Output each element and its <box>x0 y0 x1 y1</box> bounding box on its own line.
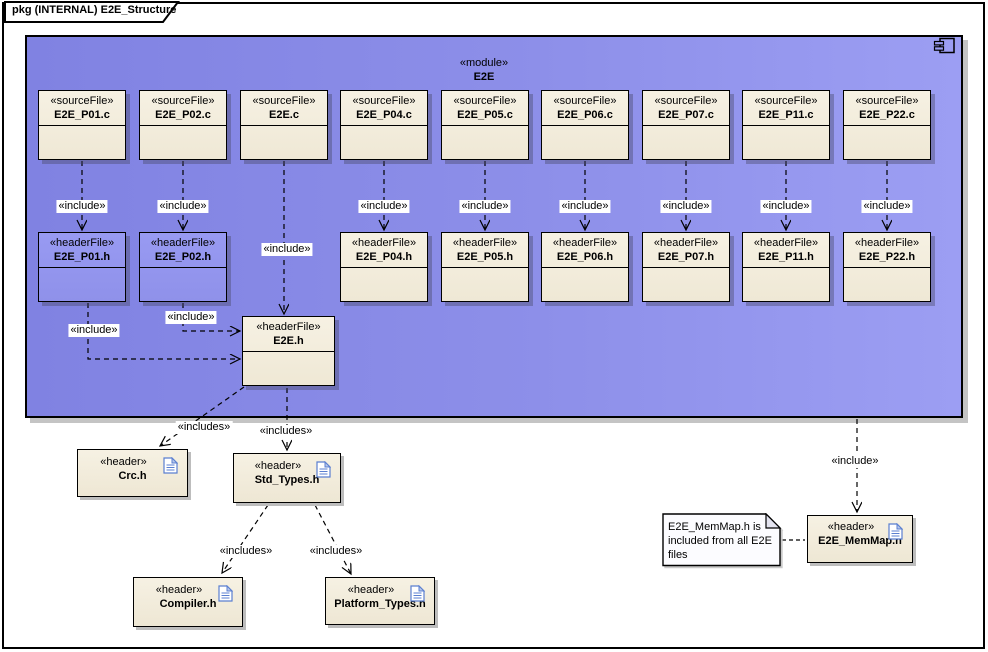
include-label: «include» <box>459 200 511 213</box>
package-frame-tab <box>4 1 180 23</box>
document-icon <box>410 585 425 602</box>
includes-label: «includes» <box>257 425 315 438</box>
stereotype: «headerFile» <box>452 236 518 249</box>
header-e2e-memmap-h[interactable]: «header» E2E_MemMap.h <box>807 515 913 563</box>
file-name: E2E_P02.h <box>154 250 212 263</box>
note-text: E2E_MemMap.h is included from all E2E fi… <box>668 521 772 561</box>
package-tab-label: pkg (INTERNAL) E2E_Structure <box>12 4 177 16</box>
stereotype: «headerFile» <box>256 320 321 333</box>
header-std-types-h[interactable]: «header» Std_Types.h <box>233 453 341 503</box>
stereotype: «header» <box>347 584 395 596</box>
source-file-e2e-p05c[interactable]: «sourceFile»E2E_P05.c <box>441 90 529 160</box>
header-file-e2e-p02h[interactable]: «headerFile»E2E_P02.h <box>139 232 227 302</box>
source-file-e2e-p11c[interactable]: «sourceFile»E2E_P11.c <box>742 90 830 160</box>
stereotype: «sourceFile» <box>855 94 919 107</box>
include-label: «include» <box>660 200 712 213</box>
header-crc-h[interactable]: «header» Crc.h <box>77 449 188 497</box>
source-file-e2e-p04c[interactable]: «sourceFile»E2E_P04.c <box>340 90 428 160</box>
header-compiler-h[interactable]: «header» Compiler.h <box>133 577 243 627</box>
include-label: «include» <box>165 311 217 324</box>
header-file-e2e-p07h[interactable]: «headerFile»E2E_P07.h <box>642 232 730 302</box>
document-icon <box>888 523 903 540</box>
stereotype: «headerFile» <box>351 236 417 249</box>
includes-label: «includes» <box>307 545 365 558</box>
include-label: «include» <box>56 200 108 213</box>
document-icon <box>316 461 331 478</box>
file-name: Crc.h <box>118 470 147 482</box>
file-name: Std_Types.h <box>254 474 320 486</box>
document-icon <box>218 585 233 602</box>
stereotype: «headerFile» <box>150 236 216 249</box>
file-name: E2E.h <box>273 334 304 347</box>
includes-label: «includes» <box>217 545 275 558</box>
header-file-e2e-p05h[interactable]: «headerFile»E2E_P05.h <box>441 232 529 302</box>
file-name: E2E_P05.h <box>456 250 514 263</box>
file-name: E2E_P04.c <box>356 108 412 121</box>
stereotype: «headerFile» <box>753 236 819 249</box>
stereotype: «header» <box>155 584 203 596</box>
stereotype: «headerFile» <box>854 236 920 249</box>
module-title: «module» E2E <box>25 56 943 84</box>
stereotype: «sourceFile» <box>553 94 617 107</box>
file-name: E2E_P01.c <box>54 108 110 121</box>
file-name: E2E_P22.c <box>859 108 915 121</box>
header-file-e2e-p06h[interactable]: «headerFile»E2E_P06.h <box>541 232 629 302</box>
file-name: Platform_Types.h <box>334 598 426 610</box>
stereotype: «sourceFile» <box>754 94 818 107</box>
include-label: «include» <box>358 200 410 213</box>
stereotype: «headerFile» <box>49 236 115 249</box>
file-name: E2E_P07.h <box>657 250 715 263</box>
note-e2e-memmap[interactable] <box>662 513 782 567</box>
include-label: «include» <box>760 200 812 213</box>
file-name: E2E_P11.c <box>758 108 814 121</box>
include-label: «include» <box>68 324 120 337</box>
includes-label: «includes» <box>175 421 233 434</box>
stereotype: «sourceFile» <box>654 94 718 107</box>
source-file-e2ec[interactable]: «sourceFile»E2E.c <box>240 90 328 160</box>
source-file-e2e-p22c[interactable]: «sourceFile»E2E_P22.c <box>843 90 931 160</box>
file-name: E2E_P06.c <box>557 108 613 121</box>
include-label: «include» <box>829 455 881 468</box>
header-file-e2e-p22h[interactable]: «headerFile»E2E_P22.h <box>843 232 931 302</box>
source-file-e2e-p06c[interactable]: «sourceFile»E2E_P06.c <box>541 90 629 160</box>
stereotype: «header» <box>254 460 302 472</box>
file-name: E2E_P06.h <box>556 250 614 263</box>
stereotype: «sourceFile» <box>151 94 215 107</box>
file-name: E2E_P02.c <box>155 108 211 121</box>
file-name: E2E.c <box>269 108 299 121</box>
include-label: «include» <box>861 200 913 213</box>
stereotype: «sourceFile» <box>453 94 517 107</box>
source-file-e2e-p07c[interactable]: «sourceFile»E2E_P07.c <box>642 90 730 160</box>
stereotype: «header» <box>827 521 875 533</box>
file-name: Compiler.h <box>159 598 217 610</box>
file-name: E2E_P22.h <box>858 250 916 263</box>
component-icon <box>933 37 955 54</box>
header-file-e2e-p01h[interactable]: «headerFile»E2E_P01.h <box>38 232 126 302</box>
header-platform-types-h[interactable]: «header» Platform_Types.h <box>325 577 435 625</box>
file-name: E2E_P07.c <box>658 108 714 121</box>
file-name: E2E_P01.h <box>53 250 111 263</box>
include-label: «include» <box>261 243 313 256</box>
include-label: «include» <box>157 200 209 213</box>
stereotype: «sourceFile» <box>252 94 316 107</box>
header-file-e2e-p11h[interactable]: «headerFile»E2E_P11.h <box>742 232 830 302</box>
file-name: E2E_P04.h <box>355 250 413 263</box>
module-stereotype: «module» <box>459 57 509 69</box>
stereotype: «headerFile» <box>653 236 719 249</box>
stereotype: «sourceFile» <box>352 94 416 107</box>
file-name: E2E_P11.h <box>758 250 814 263</box>
stereotype: «headerFile» <box>552 236 618 249</box>
header-file-e2e-h[interactable]: «headerFile»E2E.h <box>242 316 335 386</box>
source-file-e2e-p01c[interactable]: «sourceFile»E2E_P01.c <box>38 90 126 160</box>
include-label: «include» <box>559 200 611 213</box>
source-file-e2e-p02c[interactable]: «sourceFile»E2E_P02.c <box>139 90 227 160</box>
file-name: E2E_P05.c <box>457 108 513 121</box>
document-icon <box>163 457 178 474</box>
file-name: E2E_MemMap.h <box>818 535 902 547</box>
stereotype: «sourceFile» <box>50 94 114 107</box>
stereotype: «header» <box>100 456 147 468</box>
module-name: E2E <box>473 71 495 83</box>
header-file-e2e-p04h[interactable]: «headerFile»E2E_P04.h <box>340 232 428 302</box>
